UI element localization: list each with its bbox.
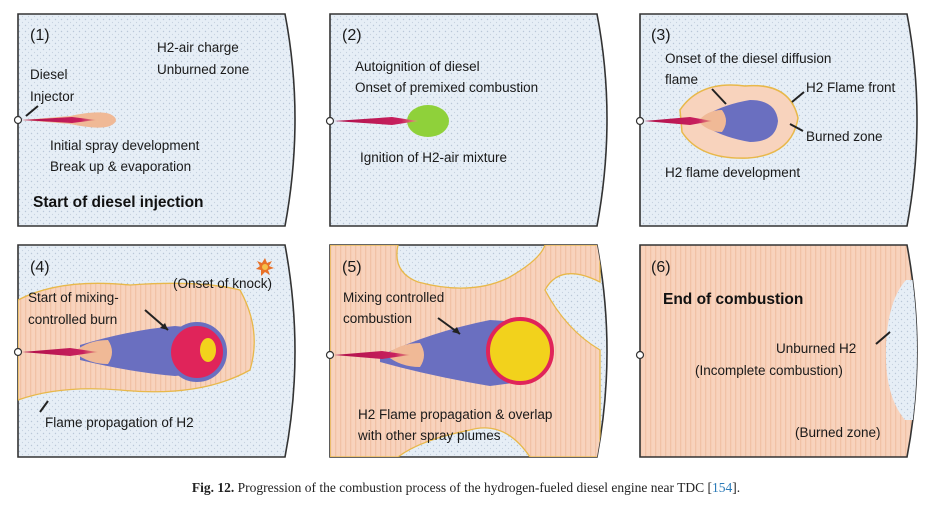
panel-2-cylinder [329,13,608,227]
panel-1-injector-icon [13,115,23,125]
panel-4-mixing-arrowhead [160,323,168,330]
panel-5-plumes-label: with other spray plumes [357,428,501,443]
panel-6-unburned-pocket [885,280,917,420]
figure-caption: Fig. 12. Progression of the combustion p… [0,480,932,496]
panel-4-injector-jet [22,348,98,356]
panel-2-premixed-label: Onset of premixed combustion [355,80,538,95]
panel-1-breakup-label: Break up & evaporation [50,159,191,174]
panel-4-burn-label: controlled burn [28,312,117,327]
panel-3-number: (3) [651,27,671,44]
panel-5-overlap-label: H2 Flame propagation & overlap [358,407,552,422]
panel-4-mixing-label: Start of mixing- [28,290,119,305]
panel-6-incomplete-label: (Incomplete combustion) [695,363,843,378]
panel-4-number: (4) [30,259,50,276]
panel-1-charge-label: H2-air charge [157,40,239,55]
panel-3-injector-icon [635,116,645,126]
panel-3-development-label: H2 flame development [665,165,800,180]
panel-2-injector-icon [325,116,335,126]
panel-1-number: (1) [30,27,50,44]
combustion-diagram: (1) H2-air charge Unburned zone Diesel I… [13,13,918,458]
panel-2-injector-jet [334,117,418,125]
panel-3-injector-jet [644,117,712,125]
panel-5-combustion-label: combustion [343,311,412,326]
panel-1-cylinder [17,13,296,227]
panel-3-diffusion-flame [708,100,778,142]
panel-5-mixing-label: Mixing controlled [343,290,444,305]
panel-5-mixing-arrowhead [452,327,460,334]
panel-2: (2) Autoignition of diesel Onset of prem… [325,13,608,227]
panel-5-number: (5) [342,259,362,276]
panel-1-unburned-label: Unburned zone [157,62,249,77]
panel-4-propagation-arrow [39,400,49,413]
panel-4: (4) (Onset of knock) Start of mixing- co… [13,244,296,458]
panel-1-injector-label: Diesel [30,67,68,82]
panel-6: (6) End of combustion Unburned H2 (Incom… [635,244,918,458]
panel-4-knock-label: (Onset of knock) [173,276,272,291]
panel-4-red-core [167,322,227,382]
panel-1-injector-jet [22,117,96,123]
panel-5: (5) Mixing controlled combustion H2 Flam… [325,244,608,458]
panel-3-diffusion-label: Onset of the diesel diffusion [665,51,831,66]
panel-3-diffusion-arrow [711,88,727,105]
panel-5-injector-icon [325,350,335,360]
panel-6-title: End of combustion [663,291,803,308]
panel-4-injector-icon [13,347,23,357]
panel-3-burned-arrow [789,123,804,132]
figure-caption-text: Progression of the combustion process of… [237,480,712,495]
panel-1-injector-label-2: Injector [30,89,75,104]
panel-3-flame-front-label: H2 Flame front [806,80,896,95]
panel-6-unburned-arrow [875,331,891,345]
panel-3-burned-label: Burned zone [806,129,883,144]
panel-5-mixing-core [486,317,554,385]
panel-5-injector-jet [334,351,410,359]
panel-6-burned-label: (Burned zone) [795,425,881,440]
panel-4-propagation-label: Flame propagation of H2 [45,415,194,430]
panel-2-ignition-label: Ignition of H2-air mixture [360,150,507,165]
panel-1-title: Start of diesel injection [33,194,204,211]
figure-caption-end: ]. [732,480,741,495]
panel-2-autoignition-label: Autoignition of diesel [355,59,480,74]
panel-3-flame-label: flame [665,72,698,87]
panel-6-number: (6) [651,259,671,276]
reference-link[interactable]: 154 [712,480,733,495]
figure-caption-label: Fig. 12. [191,480,235,495]
panel-4-knock-core [200,338,216,362]
panel-6-unburned-label: Unburned H2 [776,341,856,356]
panel-2-number: (2) [342,27,362,44]
knock-icon [256,258,274,276]
panel-1-injector-arrow [25,105,39,117]
panel-1: (1) H2-air charge Unburned zone Diesel I… [13,13,296,227]
panel-3: (3) Onset of the diesel diffusion flame … [635,13,918,227]
panel-1-spray-label: Initial spray development [50,138,200,153]
panel-3-flame-front-arrow [791,91,805,103]
panel-2-premixed-ignition [407,105,449,137]
panel-6-injector-icon [635,350,645,360]
